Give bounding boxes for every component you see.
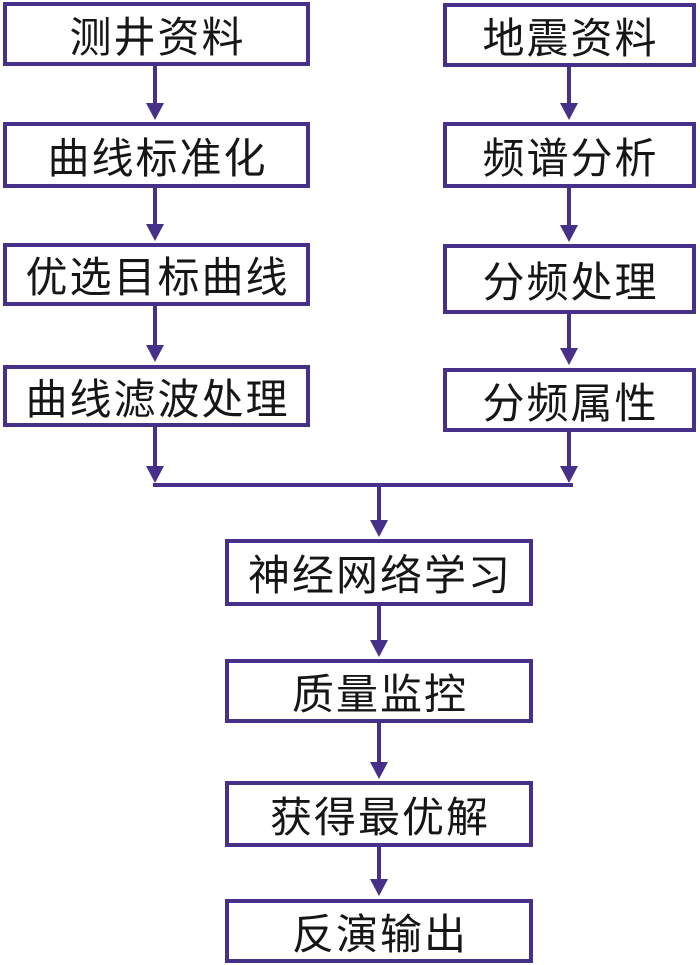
arrow-freq-processing-to-attributes xyxy=(560,314,578,365)
arrow-selection-to-filtering xyxy=(146,306,164,362)
arrow-optimal-to-inversion xyxy=(370,847,388,896)
node-well-log-data: 测井资料 xyxy=(3,2,310,66)
node-curve-standardization: 曲线标准化 xyxy=(3,122,310,188)
node-inversion-output: 反演输出 xyxy=(225,899,533,963)
node-optimal-solution: 获得最优解 xyxy=(225,781,533,847)
node-frequency-division-processing: 分频处理 xyxy=(443,244,696,314)
node-seismic-data: 地震资料 xyxy=(443,3,696,67)
node-target-curve-selection: 优选目标曲线 xyxy=(3,243,310,306)
node-neural-network-learning: 神经网络学习 xyxy=(225,539,533,606)
node-curve-filtering: 曲线滤波处理 xyxy=(3,365,310,427)
node-frequency-division-attributes: 分频属性 xyxy=(443,368,696,432)
arrow-neural-network-to-quality xyxy=(370,606,388,657)
arrow-standardization-to-selection xyxy=(146,188,164,241)
arrow-spectrum-to-freq-processing xyxy=(560,188,578,242)
arrow-quality-to-optimal xyxy=(370,723,388,779)
arrow-well-log-to-standardization xyxy=(146,66,164,120)
arrow-seismic-to-spectrum xyxy=(560,67,578,120)
arrow-attributes-to-merge xyxy=(560,432,578,483)
arrow-merge-to-neural-network xyxy=(370,485,388,537)
node-quality-control: 质量监控 xyxy=(225,659,533,723)
node-spectrum-analysis: 频谱分析 xyxy=(443,122,696,188)
arrow-filtering-to-merge xyxy=(146,427,164,483)
